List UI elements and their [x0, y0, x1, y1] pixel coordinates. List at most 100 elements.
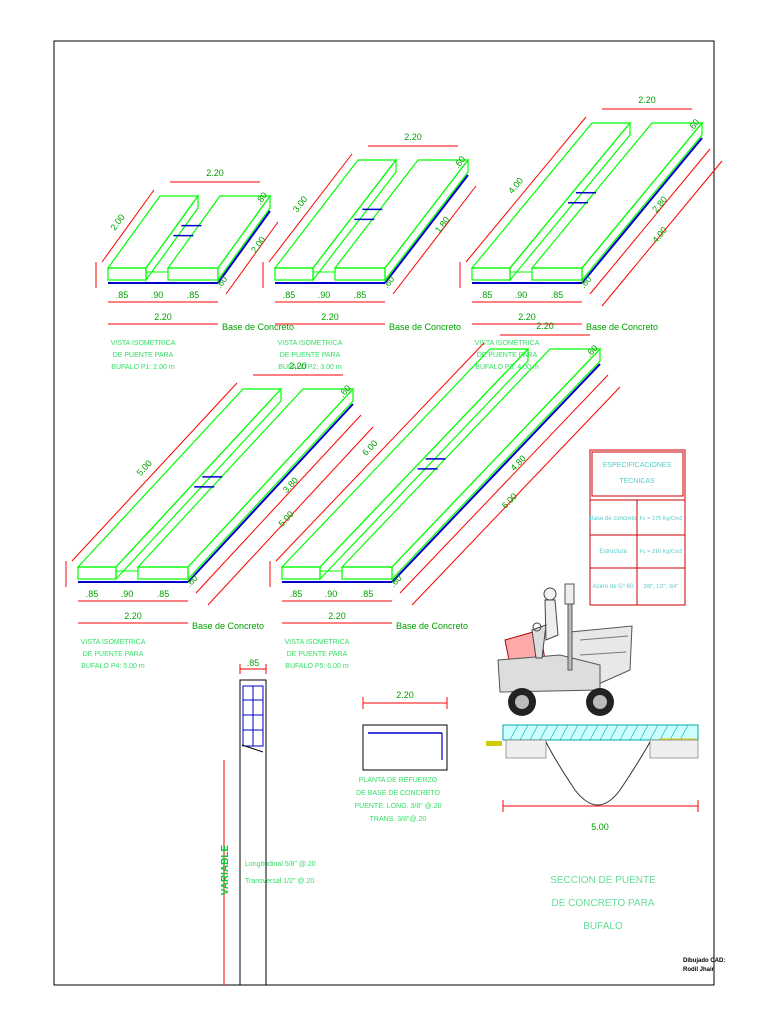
- dim-w2: .90: [515, 290, 528, 300]
- dim-w2: .90: [121, 589, 134, 599]
- dim-w1-text: .85: [116, 290, 129, 300]
- dim-length-line: [71, 382, 238, 562]
- specs-title-2: TECNICAS: [619, 478, 655, 485]
- dim-w3: .85: [361, 589, 374, 599]
- dim-width: 2.20: [289, 361, 307, 371]
- dim-length: 3.00: [291, 194, 310, 214]
- section-title-3: BUFALO: [583, 921, 623, 932]
- dim-length: 5.00: [135, 458, 154, 478]
- dim-length2: 5.00: [276, 509, 295, 529]
- beam-side: [581, 121, 703, 282]
- dim-length: 6.00: [360, 438, 379, 458]
- caption-3: BUFALO P3: 4.00 m: [475, 364, 539, 371]
- caption-1: VISTA ISOMETRICA: [278, 340, 343, 347]
- section-title-1: SECCION DE PUENTE: [550, 875, 656, 886]
- dim-length-line: [465, 116, 587, 263]
- caption-3: BUFALO P5: 6.00 m: [285, 663, 349, 670]
- bridge-p4: .85.85.90.852.202.205.003.805.00.60.60Ba…: [65, 361, 374, 670]
- beam-front: [281, 566, 321, 580]
- caption-3: BUFALO P1: 2.00 m: [111, 364, 175, 371]
- dim-width: 2.20: [404, 132, 422, 142]
- specs-title-1: ESPECIFICACIONES: [603, 462, 672, 469]
- dim-width: 2.20: [206, 168, 224, 178]
- spec-value-0: Fc = 175 Kg/Cm2: [640, 516, 683, 522]
- beam-front: [274, 267, 314, 281]
- beam-side: [391, 347, 601, 581]
- titleblock-line-1: Dibujado CAD:: [683, 958, 725, 964]
- beam-front: [341, 566, 393, 580]
- beam-side: [384, 158, 469, 282]
- title-block: Dibujado CAD: Rodil Jhair: [683, 958, 725, 973]
- dim-side: .60: [388, 573, 404, 589]
- titleblock-line-2: Rodil Jhair: [683, 967, 715, 973]
- beam-top: [76, 388, 283, 568]
- base-label: Base de Concreto: [586, 322, 658, 332]
- dim-bottom: 2.20: [154, 312, 172, 322]
- caption-3: BUFALO P4: 5.00 m: [81, 663, 145, 670]
- dim-side: .60: [578, 274, 594, 290]
- dim-w1: .85: [116, 290, 129, 300]
- plan-reinforcement: 2.20 PLANTA DE REFUERZO DE BASE DE CONCR…: [354, 690, 448, 823]
- dim-side: .60: [381, 274, 397, 290]
- column-elevation: .85 VARIABLE Longitudinal 5/8" @.20 Tran…: [220, 658, 316, 986]
- specs-table: ESPECIFICACIONES TECNICAS Base de concre…: [589, 449, 686, 606]
- dim-length2-line: [207, 426, 374, 606]
- dim-width: 2.20: [638, 95, 656, 105]
- dim-w2: .90: [151, 290, 164, 300]
- base-line-side: [187, 403, 354, 583]
- dim-w2: .90: [325, 589, 338, 599]
- base-label: Base de Concreto: [192, 621, 264, 631]
- dim-w1: .85: [283, 290, 296, 300]
- beam-side: [187, 387, 354, 581]
- dim-side: .60: [214, 274, 229, 290]
- dim-length-line: [101, 189, 155, 263]
- dim-edge: .60: [452, 154, 468, 170]
- column-width: .85: [247, 658, 260, 668]
- dim-inner-line: [225, 221, 279, 295]
- beam-top: [470, 122, 632, 269]
- sheet-border: [53, 40, 715, 986]
- dim-w3: .85: [187, 290, 200, 300]
- dim-w1: .85: [480, 290, 493, 300]
- beam-side: [145, 194, 199, 282]
- dim-w1-text: .85: [480, 290, 493, 300]
- beam-side: [115, 387, 282, 581]
- dim-w3: .85: [354, 290, 367, 300]
- dim-w1: .85: [290, 589, 303, 599]
- caption-1: VISTA ISOMETRICA: [81, 639, 146, 646]
- caption-2: DE PUENTE PARA: [83, 651, 144, 658]
- plan-caption-2: DE BASE DE CONCRETO: [356, 790, 440, 797]
- base-line-side: [581, 137, 703, 284]
- dim-inner-line: [195, 414, 362, 594]
- base-line-side: [391, 363, 601, 583]
- beam-front: [77, 566, 117, 580]
- dim-width: 2.20: [536, 321, 554, 331]
- beam-top: [106, 195, 200, 269]
- caption-2: DE PUENTE PARA: [287, 651, 348, 658]
- dim-w1: .85: [86, 589, 99, 599]
- dim-edge: .60: [584, 343, 600, 359]
- beam-side: [217, 194, 271, 282]
- dim-length2-line: [601, 160, 723, 307]
- caption-3: BUFALO P2: 3.00 m: [278, 364, 342, 371]
- plan-width: 2.20: [396, 690, 414, 700]
- dim-w3: .85: [157, 589, 170, 599]
- vehicle-illustration: [497, 583, 633, 716]
- base-label: Base de Concreto: [389, 322, 461, 332]
- base-label: Base de Concreto: [222, 322, 294, 332]
- caption-1: VISTA ISOMETRICA: [111, 340, 176, 347]
- spec-label-2: Acero de G° 60: [592, 584, 634, 590]
- dim-edge: .80: [254, 190, 269, 206]
- dim-edge: .60: [686, 117, 702, 133]
- dim-length-line: [268, 153, 353, 263]
- column-variable-label: VARIABLE: [220, 844, 231, 895]
- dim-edge: .60: [337, 383, 353, 399]
- dim-bottom: 2.20: [321, 312, 339, 322]
- dim-w1-text: .85: [290, 589, 303, 599]
- beam-side: [319, 347, 529, 581]
- caption-1: VISTA ISOMETRICA: [475, 340, 540, 347]
- base-line-side: [217, 210, 271, 284]
- dim-bottom: 2.20: [518, 312, 536, 322]
